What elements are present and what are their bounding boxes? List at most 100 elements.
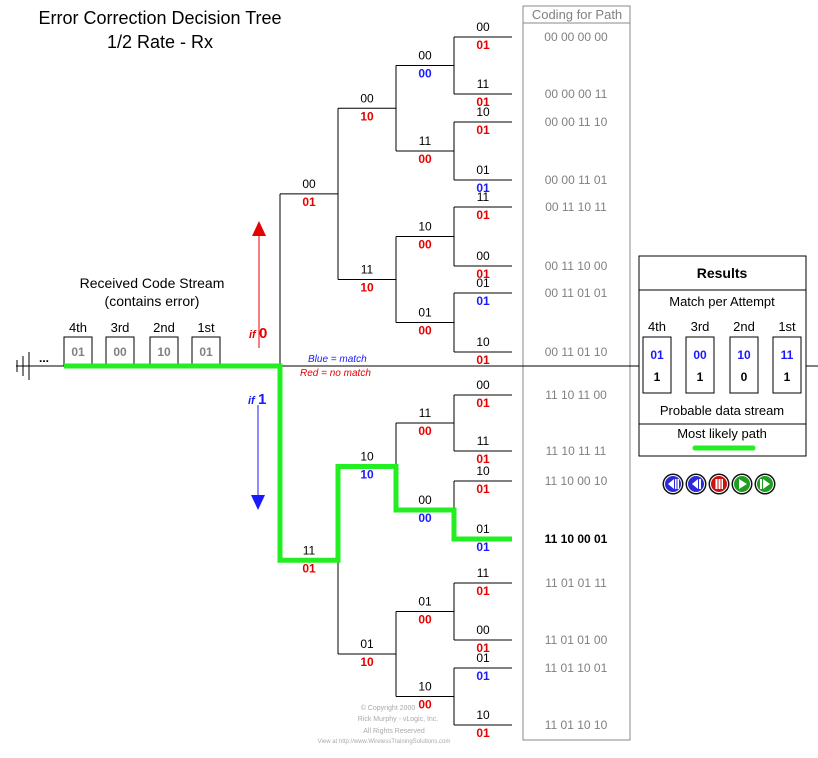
branch-received: 01 bbox=[476, 396, 490, 410]
attempt-label: 4th bbox=[648, 319, 666, 334]
path-code: 11 01 01 11 bbox=[545, 576, 607, 590]
branch-received: 01 bbox=[476, 641, 490, 655]
attempt-box bbox=[772, 336, 802, 394]
branch-received: 01 bbox=[476, 540, 490, 554]
stream-slot-value: 01 bbox=[71, 345, 85, 359]
play-button[interactable] bbox=[731, 473, 753, 495]
coding-header: Coding for Path bbox=[532, 7, 622, 22]
branch-expected: 01 bbox=[476, 651, 490, 665]
branch-expected: 00 bbox=[418, 493, 432, 507]
coding-panel bbox=[522, 5, 631, 741]
branch-expected: 01 bbox=[418, 595, 432, 609]
branch-received: 00 bbox=[418, 511, 432, 525]
branch-received: 01 bbox=[476, 181, 490, 195]
playback-controls bbox=[662, 473, 776, 495]
branch-received: 01 bbox=[476, 208, 490, 222]
stream-slot-box bbox=[191, 336, 221, 366]
branch-received: 01 bbox=[476, 95, 490, 109]
step-forward-button[interactable] bbox=[754, 473, 776, 495]
branch-expected: 00 bbox=[302, 177, 316, 191]
legend-blue: Blue = match bbox=[308, 354, 367, 365]
branch-received: 10 bbox=[360, 655, 374, 669]
path-code: 00 00 11 10 bbox=[545, 115, 608, 129]
copyright-line-4: View at http://www.WirelessTrainingSolut… bbox=[318, 739, 451, 745]
path-code: 11 01 10 01 bbox=[545, 661, 608, 675]
branch-received: 00 bbox=[418, 152, 432, 166]
attempt-code: 11 bbox=[781, 348, 794, 362]
branch-expected: 11 bbox=[477, 77, 490, 91]
if1-prefix: if bbox=[248, 395, 256, 407]
branch-received: 00 bbox=[418, 324, 432, 338]
branch-expected: 11 bbox=[477, 566, 490, 580]
branch-expected: 10 bbox=[476, 335, 490, 349]
if1-value: 1 bbox=[258, 391, 266, 408]
title-line-2: 1/2 Rate - Rx bbox=[107, 32, 213, 52]
tree-labels: 0001110100101110101001100000110010000100… bbox=[302, 20, 490, 740]
path-code: 00 11 10 11 bbox=[545, 200, 607, 214]
play-icon bbox=[739, 479, 747, 489]
results-title: Results bbox=[697, 265, 748, 281]
step-forward-icon bbox=[760, 479, 770, 489]
branch-expected: 00 bbox=[476, 378, 490, 392]
stream-slot-value: 10 bbox=[157, 345, 171, 359]
branch-received: 00 bbox=[418, 698, 432, 712]
arrow-up-icon bbox=[252, 221, 266, 236]
branch-expected: 11 bbox=[419, 406, 432, 420]
path-code: 00 00 00 00 bbox=[544, 30, 608, 44]
rewind-icon bbox=[668, 479, 679, 489]
if0-prefix: if bbox=[249, 329, 257, 341]
rewind-button[interactable] bbox=[662, 473, 684, 495]
branch-received: 01 bbox=[476, 38, 490, 52]
path-code: 00 11 10 00 bbox=[545, 259, 608, 273]
step-back-button[interactable] bbox=[685, 473, 707, 495]
branch-expected: 01 bbox=[476, 522, 490, 536]
branch-expected: 00 bbox=[360, 91, 374, 105]
green-path-line bbox=[64, 363, 512, 563]
attempt-match: 1 bbox=[784, 370, 791, 384]
branch-expected: 10 bbox=[476, 105, 490, 119]
path-code: 11 10 00 10 bbox=[545, 474, 608, 488]
branch-received: 10 bbox=[360, 281, 374, 295]
copyright-line-3: All Rights Reserved bbox=[363, 728, 425, 735]
results-subtitle: Match per Attempt bbox=[669, 294, 775, 309]
branch-received: 00 bbox=[418, 613, 432, 627]
branch-received: 01 bbox=[476, 726, 490, 740]
path-codes: 00 00 00 00 00 00 00 11 00 00 11 10 00 00 1… bbox=[544, 30, 608, 732]
branch-expected: 11 bbox=[419, 134, 432, 148]
attempt-match: 0 bbox=[741, 370, 748, 384]
stream-slot-value: 01 bbox=[199, 345, 213, 359]
attempt-box bbox=[685, 336, 715, 394]
branch-received: 01 bbox=[476, 267, 490, 281]
probable-stream-label: Probable data stream bbox=[660, 403, 784, 418]
copyright-line-1: © Copyright 2000 bbox=[361, 704, 416, 712]
stream-slot-value: 00 bbox=[113, 345, 127, 359]
stream-slot-label: 3rd bbox=[111, 320, 130, 335]
branch-received: 00 bbox=[418, 67, 432, 81]
attempt-label: 2nd bbox=[733, 319, 755, 334]
branch-received: 00 bbox=[418, 238, 432, 252]
branch-expected: 00 bbox=[476, 623, 490, 637]
stream-subheading: (contains error) bbox=[105, 293, 200, 309]
stream-slot-box bbox=[149, 336, 179, 366]
attempt-box bbox=[642, 336, 672, 394]
branch-expected: 00 bbox=[476, 20, 490, 34]
attempt-match: 1 bbox=[654, 370, 661, 384]
path-code: 11 01 01 00 bbox=[545, 633, 608, 647]
branch-expected: 11 bbox=[303, 543, 316, 557]
path-code: 00 00 11 01 bbox=[545, 173, 608, 187]
step-back-icon bbox=[692, 479, 701, 489]
stream-ellipsis: ... bbox=[39, 351, 49, 365]
branch-received: 01 bbox=[302, 561, 316, 575]
stop-icon bbox=[715, 479, 723, 489]
path-code: 00 00 00 11 bbox=[545, 87, 608, 101]
path-code: 11 10 11 00 bbox=[545, 388, 607, 402]
branch-expected: 11 bbox=[361, 263, 374, 277]
stop-button[interactable] bbox=[708, 473, 730, 495]
branch-expected: 10 bbox=[418, 220, 432, 234]
attempt-code: 10 bbox=[737, 348, 751, 362]
attempt-label: 1st bbox=[778, 319, 796, 334]
branch-expected: 10 bbox=[476, 464, 490, 478]
branch-expected: 00 bbox=[418, 49, 432, 63]
